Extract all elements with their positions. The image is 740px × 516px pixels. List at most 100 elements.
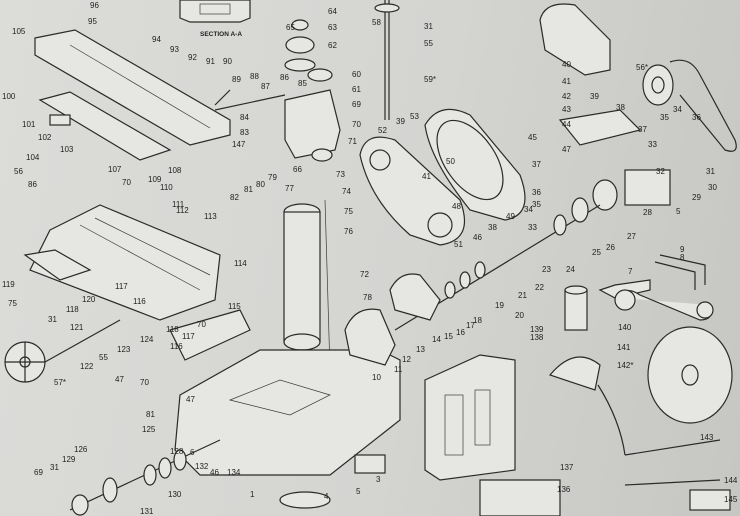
part-number-label: 32 (656, 167, 665, 176)
lead-screw (69, 439, 221, 516)
part-number-label: 3 (376, 475, 381, 484)
part-number-label: 47 (115, 375, 124, 384)
part-number-label: 96 (90, 1, 99, 10)
part-number-label: 84 (240, 113, 249, 122)
part-number-label: 48 (452, 202, 461, 211)
part-number-label: 102 (38, 133, 52, 142)
part-number-label: 19 (495, 301, 504, 310)
part-number-label: 101 (22, 120, 36, 129)
part-number-label: 116 (133, 297, 146, 306)
part-number-label: 62 (328, 41, 337, 50)
part-number-label: 145 (724, 495, 738, 504)
part-number-label: 91 (206, 57, 215, 66)
part-number-label: 73 (336, 170, 345, 179)
part-number-label: 39 (590, 92, 599, 101)
part-number-label: 33 (648, 140, 657, 149)
part-number-label: 71 (348, 137, 357, 146)
part-number-label: 95 (88, 17, 97, 26)
part-number-label: 56 (14, 167, 23, 176)
part-number-label: 103 (60, 145, 74, 154)
part-number-label: 114 (234, 259, 247, 268)
part-number-label: 94 (152, 35, 161, 44)
part-number-label: 42 (562, 92, 571, 101)
part-number-label: 5 (676, 207, 681, 216)
part-number-label: 60 (352, 70, 361, 79)
part-number-label: 118 (166, 325, 179, 334)
part-number-label: 92 (188, 53, 197, 62)
part-number-label: 132 (195, 462, 209, 471)
part-number-label: 59* (424, 75, 436, 84)
part-number-label: 41 (562, 77, 571, 86)
part-number-label: 8 (680, 253, 685, 262)
part-number-label: 139 (530, 325, 544, 334)
motor-mount (539, 3, 737, 211)
part-number-label: 11 (394, 365, 403, 374)
part-number-label: 31 (48, 315, 57, 324)
grinding-wheel (647, 326, 733, 424)
part-number-label: 115 (228, 302, 241, 311)
part-number-label: 75 (344, 207, 353, 216)
part-number-label: 57* (54, 378, 66, 387)
part-number-label: 44 (562, 120, 571, 129)
part-number-label: 15 (444, 332, 453, 341)
head-casting-top (179, 0, 251, 23)
part-number-label: 69 (34, 468, 43, 477)
part-number-label: 31 (706, 167, 715, 176)
part-number-label: 30 (708, 183, 717, 192)
table-rail (34, 29, 231, 161)
part-number-label: 61 (352, 85, 361, 94)
part-number-label: 58 (372, 18, 381, 27)
part-number-label: 70 (122, 178, 131, 187)
part-number-label: 28 (643, 208, 652, 217)
part-number-label: 75 (8, 299, 17, 308)
base (174, 349, 401, 509)
part-number-label: 82 (230, 193, 239, 202)
part-number-label: 27 (627, 232, 636, 241)
part-number-label: 76 (344, 227, 353, 236)
work-lamp (548, 356, 731, 511)
part-number-label: 143 (700, 433, 714, 442)
part-number-label: 39 (396, 117, 405, 126)
part-number-label: 37 (532, 160, 541, 169)
part-number-label: 125 (142, 425, 156, 434)
part-number-label: 104 (26, 153, 40, 162)
part-number-label: 117 (115, 282, 128, 291)
part-number-label: 108 (168, 166, 182, 175)
part-number-label: 140 (618, 323, 632, 332)
part-number-label: 52 (378, 126, 387, 135)
part-number-label: 31 (424, 22, 433, 31)
part-number-label: 64 (328, 7, 337, 16)
part-number-label: 147 (232, 140, 246, 149)
part-number-label: 72 (360, 270, 369, 279)
part-number-label: 65 (286, 23, 295, 32)
part-number-label: 113 (204, 212, 217, 221)
part-number-label: 110 (160, 183, 173, 192)
part-number-label: 90 (223, 57, 232, 66)
part-number-label: 112 (176, 206, 189, 215)
part-number-label: 111 (172, 200, 185, 209)
part-number-label: 55 (99, 353, 108, 362)
part-number-label: 128 (170, 447, 184, 456)
part-number-label: 16 (456, 328, 465, 337)
column (277, 199, 331, 371)
part-number-label: 81 (244, 185, 253, 194)
part-number-label: 49 (506, 212, 515, 221)
part-number-label: 20 (515, 311, 524, 320)
part-number-label: 131 (140, 507, 154, 516)
part-number-label: 79 (268, 173, 277, 182)
part-number-label: 74 (342, 187, 351, 196)
part-number-label: 87 (261, 82, 270, 91)
part-number-label: 21 (518, 291, 527, 300)
part-number-label: 138 (530, 333, 544, 342)
part-number-label: 46 (473, 233, 482, 242)
part-number-label: 50 (446, 157, 455, 166)
part-number-label: 29 (692, 193, 701, 202)
part-number-label: 120 (82, 295, 96, 304)
part-number-label: 130 (168, 490, 182, 499)
part-number-label: 38 (616, 103, 625, 112)
part-number-label: 35 (532, 200, 541, 209)
part-number-label: 13 (416, 345, 425, 354)
part-number-label: 63 (328, 23, 337, 32)
part-number-label: 100 (2, 92, 16, 101)
part-number-label: 33 (528, 223, 537, 232)
